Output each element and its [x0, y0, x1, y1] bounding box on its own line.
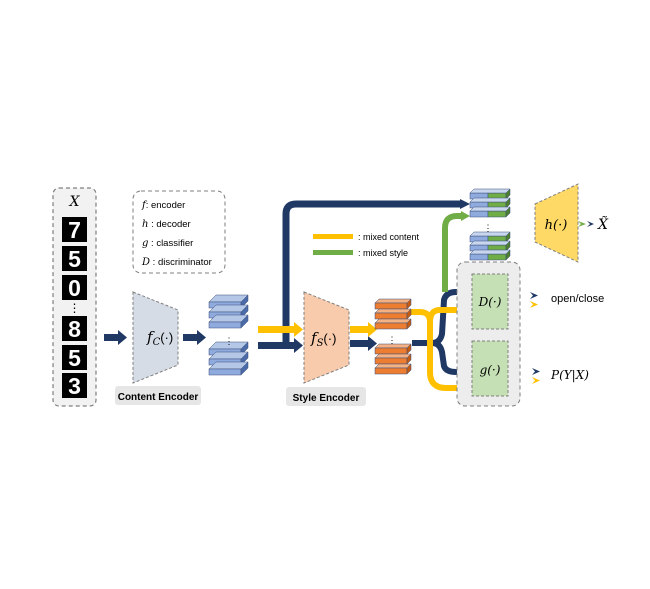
input-ellipsis: ⋮	[69, 301, 81, 315]
discriminator-block: D(·)	[471, 273, 509, 330]
feature-layer	[374, 353, 412, 365]
style-encoder-func: fS(·)	[310, 329, 336, 349]
feature-layer	[374, 343, 412, 355]
mixed-layer	[469, 197, 511, 209]
content-encoder-func: fC(·)	[146, 328, 173, 348]
mixed-layer	[469, 249, 511, 261]
navy-connectors	[104, 199, 594, 377]
legend-classifier: g : classifier	[142, 238, 193, 249]
digit-text: 8	[68, 316, 81, 342]
legend-mixed-style: : mixed style	[358, 248, 408, 258]
classifier-block: g(·)	[471, 340, 509, 397]
discriminator-output: open/close	[551, 293, 604, 305]
content-encoder-block: fC(·)	[132, 291, 179, 384]
digit-image: 7	[62, 217, 87, 243]
mixed-layer	[469, 240, 511, 252]
line-legend: : mixed content : mixed style	[313, 232, 420, 258]
digit-text: 0	[68, 275, 81, 301]
digit-image: 5	[62, 345, 87, 371]
feature-layer	[374, 363, 412, 375]
svg-text:Content Encoder: Content Encoder	[118, 392, 199, 403]
content-feature-stack: ⋮	[208, 294, 249, 376]
digit-image: 5	[62, 246, 87, 272]
green-connectors	[442, 211, 586, 292]
mixed-feature-stack: ⋮	[469, 188, 511, 261]
mixed-layer	[469, 188, 511, 200]
style-encoder-label: Style Encoder	[286, 387, 366, 406]
stack-ellipsis: ⋮	[388, 335, 397, 345]
content-encoder-label: Content Encoder	[115, 386, 201, 405]
decoder-block: h(·)	[534, 183, 579, 263]
notation-legend: f: encoder h : decoder g : classifier D …	[132, 190, 226, 274]
style-feature-stack: ⋮	[374, 298, 412, 375]
digit-text: 5	[68, 345, 81, 371]
input-panel: X 7 5 0 ⋮ 8 5 3	[52, 187, 97, 407]
mixed-layer	[469, 231, 511, 243]
legend-mixed-content: : mixed content	[358, 232, 420, 242]
stack-ellipsis: ⋮	[225, 336, 234, 346]
yellow-connectors	[258, 301, 540, 393]
feature-layer	[374, 308, 412, 320]
heads-panel: D(·) g(·)	[456, 261, 521, 407]
digit-text: 3	[68, 373, 81, 399]
feature-layer	[374, 298, 412, 310]
stack-ellipsis: ⋮	[484, 223, 493, 233]
legend-discriminator: D : discriminator	[141, 257, 212, 268]
digit-image: 3	[62, 373, 87, 399]
svg-text:Style Encoder: Style Encoder	[293, 393, 360, 404]
discriminator-label: D(·)	[478, 295, 502, 309]
mixed-layer	[469, 206, 511, 218]
classifier-label: g(·)	[480, 363, 501, 377]
feature-layer	[208, 314, 249, 329]
digit-text: 7	[68, 217, 81, 243]
digit-text: 5	[68, 246, 81, 272]
style-encoder-block: fS(·)	[303, 291, 350, 384]
input-symbol: X	[69, 194, 81, 210]
reconstruction-output: X̃	[597, 215, 609, 233]
legend-encoder: f: encoder	[141, 200, 185, 211]
digit-image: 8	[62, 316, 87, 342]
legend-decoder: h : decoder	[142, 219, 191, 230]
classifier-output: P(Y|X)	[550, 368, 589, 382]
feature-layer	[208, 361, 249, 376]
feature-layer	[374, 318, 412, 330]
digit-image: 0	[62, 275, 87, 301]
decoder-label: h(·)	[545, 218, 568, 233]
